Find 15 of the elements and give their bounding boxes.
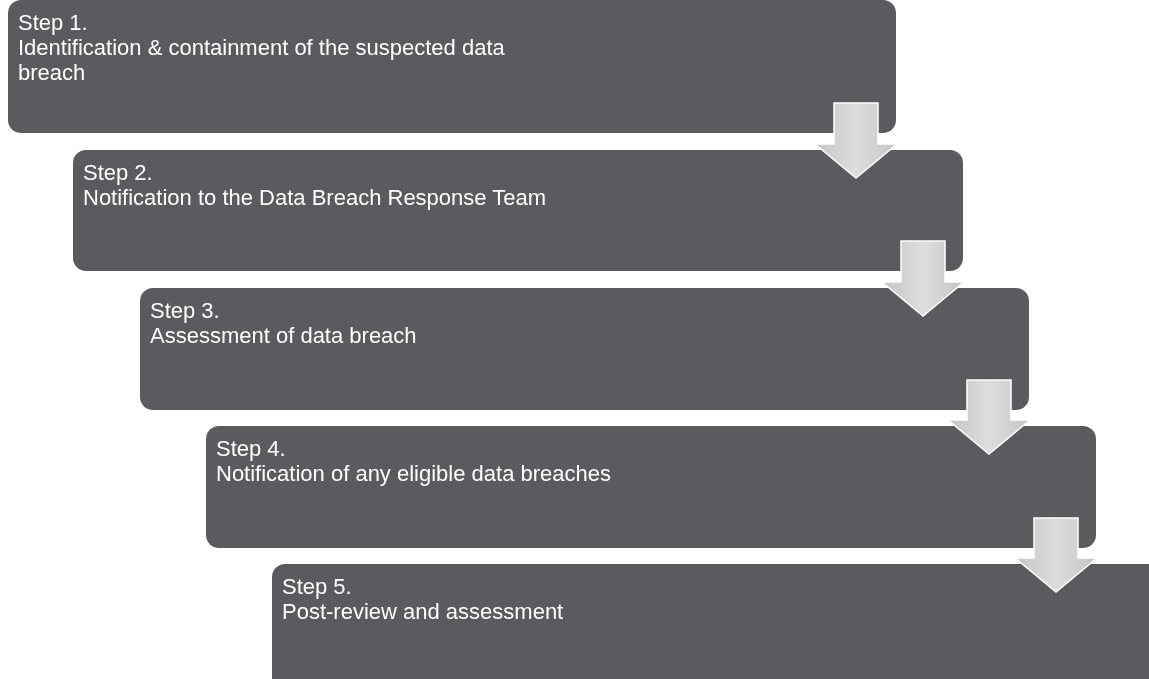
step-number: Step 1. <box>18 10 88 35</box>
step-description: Identification & containment of the suspected data breach <box>18 35 506 85</box>
step-box <box>206 426 1096 548</box>
step-number: Step 5. <box>282 574 352 599</box>
step-description: Post-review and assessment <box>282 599 564 624</box>
step-description: Notification to the Data Breach Response Team <box>83 185 547 210</box>
step-box <box>140 288 1029 410</box>
step-box <box>8 0 896 133</box>
step-number: Step 3. <box>150 298 220 323</box>
step-box <box>73 150 963 271</box>
step-number: Step 2. <box>83 160 153 185</box>
step-description: Notification of any eligible data breaches <box>216 461 612 486</box>
step-description: Assessment of data breach <box>150 323 417 348</box>
step-number: Step 4. <box>216 436 286 461</box>
step-box <box>272 564 1149 679</box>
